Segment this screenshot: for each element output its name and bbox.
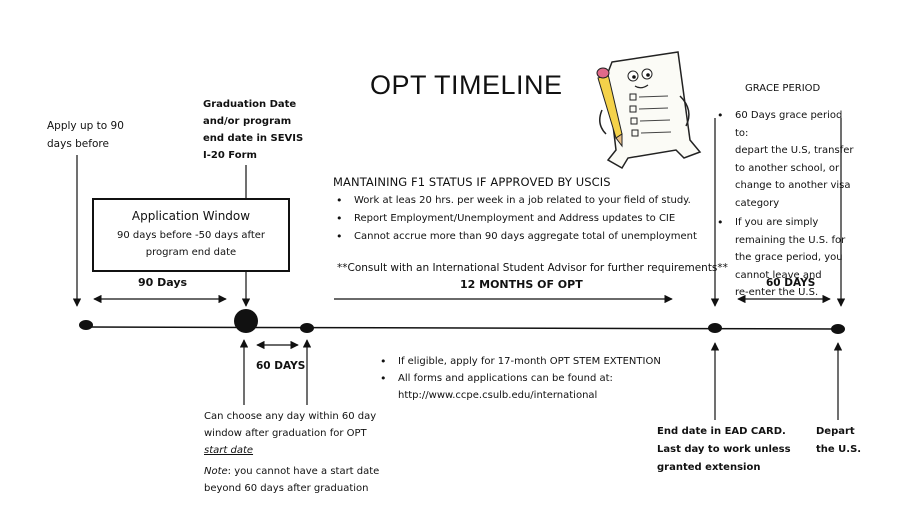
choose-note-line: Note: you cannot have a start date	[204, 463, 379, 480]
application-window-line: 90 days before -50 days after	[117, 230, 265, 241]
grace-heading: GRACE PERIOD	[745, 83, 821, 94]
graduation-line: I-20 Form	[203, 150, 257, 161]
application-window-line: program end date	[145, 247, 237, 258]
grace-line: category	[735, 197, 780, 209]
choose-note-label: Note	[204, 466, 228, 477]
depart-line: the U.S.	[816, 444, 862, 455]
choose-line: window after graduation for OPT	[204, 428, 367, 439]
grace-line: re-enter the U.S.	[735, 287, 819, 298]
ead-end-line: Last day to work unless	[657, 444, 791, 455]
grace-line: If you are simply	[735, 217, 819, 228]
maintain-bullet: Report Employment/Unemployment and Addre…	[334, 210, 714, 228]
grace-line: to another school, or	[735, 162, 840, 174]
timeline-dot-depart	[831, 324, 845, 334]
grace-bullet: If you are simply remaining the U.S. for…	[715, 214, 855, 302]
consult-note: **Consult with an International Student …	[337, 262, 728, 274]
depart-line: Depart	[816, 426, 855, 437]
timeline-dot-apply	[79, 320, 93, 330]
application-window-box: Application Window 90 days before -50 da…	[92, 198, 290, 272]
choose-note-rest: : you cannot have a start date	[227, 466, 380, 477]
application-window-heading: Application Window	[131, 209, 251, 223]
apply-note: Apply up to 90 days before	[47, 117, 124, 153]
label-60-days-right: 60 DAYS	[766, 277, 816, 289]
grace-line: remaining the U.S. for	[735, 234, 846, 246]
choose-start-date: start date	[204, 445, 254, 456]
stem-bullet: If eligible, apply for 17-month OPT STEM…	[378, 353, 698, 370]
apply-line: days before	[47, 138, 109, 150]
stem-line: http://www.ccpe.csulb.edu/international	[398, 390, 598, 401]
stem-line: All forms and applications can be found …	[398, 373, 613, 384]
grace-bullet: 60 Days grace period to: depart the U.S,…	[715, 107, 855, 212]
grace-line: cannot leave and	[735, 269, 822, 281]
choose-line: Can choose any day within 60 day	[204, 411, 377, 422]
maintain-bullet: Cannot accrue more than 90 days aggregat…	[334, 228, 714, 246]
choose-note-line2: beyond 60 days after graduation	[204, 483, 369, 494]
graduation-note: Graduation Date and/or program end date …	[203, 96, 303, 164]
ead-end-line: End date in EAD CARD.	[657, 426, 786, 437]
label-90-days: 90 Days	[138, 276, 188, 289]
stem-line: If eligible, apply for 17-month OPT STEM…	[398, 356, 661, 367]
depart-note: Depart the U.S.	[816, 423, 861, 459]
stem-list: If eligible, apply for 17-month OPT STEM…	[378, 353, 698, 404]
timeline-dot-ead-end	[708, 323, 722, 333]
apply-line: Apply up to 90	[47, 120, 124, 132]
timeline-axis	[85, 326, 839, 330]
graduation-line: end date in SEVIS	[203, 133, 304, 144]
choose-note: Can choose any day within 60 day window …	[204, 408, 379, 497]
maintain-list: Work at leas 20 hrs. per week in a job r…	[334, 192, 714, 246]
maintain-heading: MANTAINING F1 STATUS IF APPROVED BY USCI…	[333, 175, 611, 189]
graduation-line: Graduation Date	[203, 99, 297, 110]
graduation-line: and/or program	[203, 116, 292, 127]
checklist-mascot-icon	[596, 51, 702, 170]
ead-end-line: granted extension	[657, 462, 761, 473]
grace-line: 60 Days grace period to:	[735, 110, 843, 139]
page-title: OPT TIMELINE	[370, 70, 563, 100]
timeline-dot-start	[300, 323, 314, 333]
label-12-months: 12 MONTHS OF OPT	[460, 278, 583, 291]
grace-line: depart the U.S, transfer	[735, 145, 854, 156]
ead-end-note: End date in EAD CARD. Last day to work u…	[657, 423, 791, 477]
grace-line: change to another visa	[735, 180, 851, 191]
grace-line: the grace period, you	[735, 252, 843, 263]
application-window-body: 90 days before -50 days after program en…	[94, 227, 288, 261]
grace-list: 60 Days grace period to: depart the U.S,…	[715, 107, 855, 302]
stem-bullet: All forms and applications can be found …	[378, 370, 698, 404]
label-60-days-left: 60 DAYS	[256, 360, 306, 372]
maintain-bullet: Work at leas 20 hrs. per week in a job r…	[334, 192, 714, 210]
timeline-dot-graduation	[234, 309, 258, 333]
